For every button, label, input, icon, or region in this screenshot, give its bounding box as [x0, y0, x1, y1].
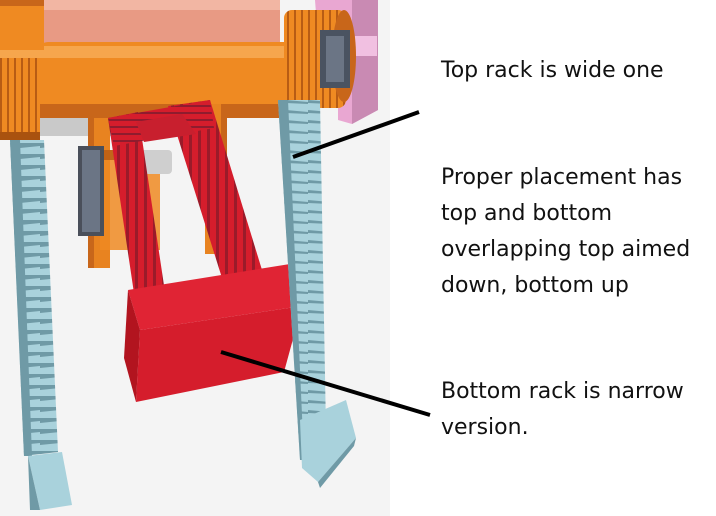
- top-rack-note: Top rack is wide one: [441, 53, 664, 89]
- left-gear: [0, 0, 44, 140]
- placement-note-line-4: down, bottom up: [441, 273, 629, 298]
- right-teal-rack: [278, 100, 356, 488]
- pointer-line-top-rack: [292, 110, 420, 159]
- bottom-rack-note-line-1: Bottom rack is narrow: [441, 379, 684, 404]
- placement-note-line-2: top and bottom: [441, 201, 612, 226]
- placement-note-line-1: Proper placement has: [441, 165, 683, 190]
- red-rack: [108, 100, 302, 402]
- placement-note: Proper placement has top and bottom over…: [441, 160, 690, 304]
- bottom-rack-note: Bottom rack is narrow version.: [441, 374, 684, 446]
- bottom-rack-note-line-2: version.: [441, 415, 529, 440]
- placement-note-line-3: overlapping top aimed: [441, 237, 691, 262]
- left-teal-rack: [10, 140, 72, 510]
- right-gear: [284, 10, 356, 108]
- pointer-line-bottom-rack: [220, 350, 431, 417]
- top-rack-note-line: Top rack is wide one: [441, 58, 664, 83]
